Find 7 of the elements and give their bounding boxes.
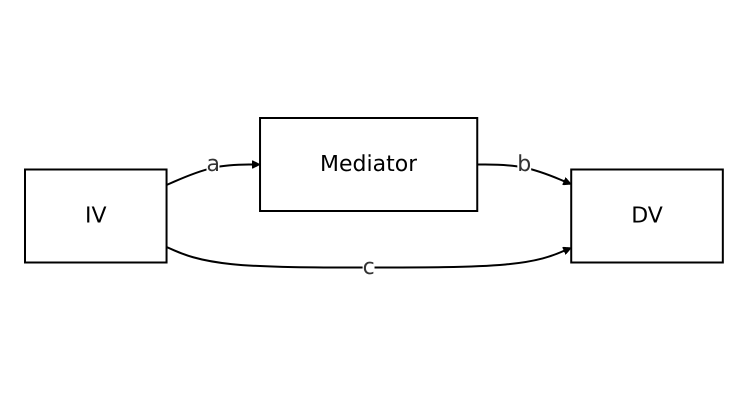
edge-label: a bbox=[206, 152, 220, 177]
node-box: Mediator bbox=[259, 117, 478, 212]
edge-label: c bbox=[362, 255, 375, 280]
arrow bbox=[166, 246, 572, 268]
edge-label: b bbox=[517, 152, 532, 177]
node-box: DV bbox=[570, 168, 724, 264]
node-box: IV bbox=[24, 168, 168, 264]
